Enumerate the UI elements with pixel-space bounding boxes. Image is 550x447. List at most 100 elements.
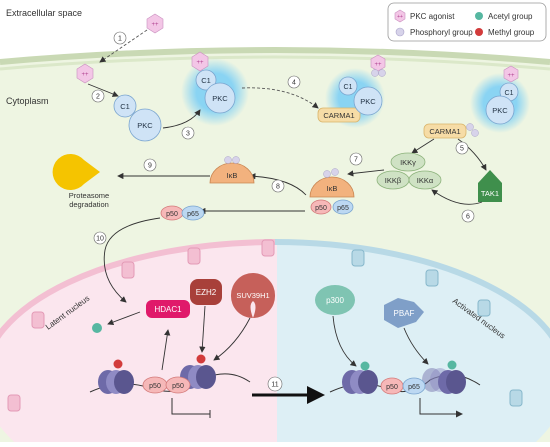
- hdac1-label: HDAC1: [154, 305, 182, 314]
- tak1-label: TAK1: [481, 189, 499, 198]
- p300: [315, 285, 355, 315]
- pkc-agonist: ++: [146, 13, 164, 34]
- p65-label: p65: [187, 211, 199, 218]
- agonist-glyph: ++: [397, 14, 403, 20]
- legend-acetyl: Acetyl group: [488, 12, 533, 21]
- svg-text:9: 9: [148, 163, 152, 170]
- pkc-agonist: ++: [503, 65, 519, 83]
- suv39h1: [230, 273, 276, 319]
- p50-label: p50: [172, 383, 184, 390]
- p50-label: p50: [386, 384, 398, 391]
- carma1-label: CARMA1: [323, 111, 354, 120]
- svg-text:++: ++: [151, 22, 159, 28]
- ikb-label: IκB: [327, 184, 338, 193]
- c1-label: C1: [120, 102, 130, 111]
- svg-text:1: 1: [118, 36, 122, 43]
- extracellular-label: Extracellular space: [6, 8, 82, 18]
- svg-text:++: ++: [507, 73, 515, 79]
- suv39h1-label: SUV39H1: [236, 291, 269, 300]
- cytoplasm-label: Cytoplasm: [6, 96, 49, 106]
- ezh2-label: EZH2: [196, 288, 217, 297]
- p65-label: p65: [337, 205, 349, 212]
- svg-text:7: 7: [354, 157, 358, 164]
- p65: [402, 377, 426, 395]
- methyl-icon: [475, 28, 483, 36]
- c1-label: C1: [201, 76, 211, 85]
- c1-label: C1: [505, 90, 514, 97]
- svg-text:++: ++: [374, 62, 382, 68]
- nuclear-envelope-activated: [274, 239, 550, 339]
- svg-text:8: 8: [276, 184, 280, 191]
- step-markers: 1 2 3 4 5 6 7 8 9 10 11: [91, 31, 475, 392]
- svg-text:2: 2: [96, 94, 100, 101]
- svg-text:5: 5: [460, 146, 464, 153]
- carma1: [317, 107, 361, 123]
- ikkg-label: IKKγ: [400, 158, 416, 167]
- legend-pkc-agonist: PKC agonist: [410, 12, 455, 21]
- nuclear-pore: [351, 249, 523, 407]
- ikb: [209, 162, 255, 184]
- pkc-agonist-icon: [394, 9, 406, 23]
- p50-label: p50: [166, 211, 178, 218]
- ikka: [408, 170, 442, 190]
- c1-domain: [113, 94, 137, 118]
- ikb: [309, 176, 355, 198]
- phosphoryl-icon: [395, 27, 405, 37]
- hdac1: [146, 300, 190, 318]
- pkc-label: PKC: [137, 121, 153, 130]
- pkc-active: [353, 86, 383, 116]
- svg-text:10: 10: [96, 236, 104, 243]
- ikb-label: IκB: [227, 171, 238, 180]
- pkc-label: PKC: [492, 106, 508, 115]
- acetyl-icon: [475, 12, 483, 20]
- nucleosome: [98, 359, 134, 394]
- c1-label: C1: [344, 84, 353, 91]
- svg-text:4: 4: [292, 80, 296, 87]
- legend-methyl: Methyl group: [488, 28, 535, 37]
- pkc-active: [485, 95, 515, 125]
- degradation-label: degradation: [69, 200, 109, 209]
- nucleosome: [422, 360, 466, 394]
- pbaf: [384, 298, 424, 328]
- p50-label: p50: [315, 205, 327, 212]
- p65: [181, 205, 205, 221]
- c1-domain: [338, 76, 358, 96]
- proteasome-label: Proteasome: [69, 191, 109, 200]
- nucleosome: [342, 361, 378, 394]
- ikkb-label: IKKβ: [385, 176, 402, 185]
- svg-text:11: 11: [271, 382, 278, 389]
- p65-label: p65: [408, 384, 420, 391]
- svg-text:6: 6: [466, 214, 470, 221]
- acetyl-group: [92, 323, 102, 333]
- nuclear-pore: [7, 239, 275, 412]
- p50-label: p50: [149, 383, 161, 390]
- carma1-label: CARMA1: [429, 127, 460, 136]
- carma1: [423, 123, 467, 139]
- cell-membrane: [0, 47, 550, 65]
- svg-text:3: 3: [186, 131, 190, 138]
- ikkg: [390, 152, 426, 172]
- pkc-label: PKC: [360, 97, 376, 106]
- pbaf-label: PBAF: [394, 309, 415, 318]
- active-promoter: [419, 398, 463, 418]
- p50: [165, 376, 191, 394]
- pkc-agonist: ++: [191, 51, 209, 72]
- p65: [332, 199, 354, 215]
- p300-label: p300: [326, 296, 344, 305]
- ezh2: [190, 279, 222, 305]
- svg-text:++: ++: [196, 60, 204, 66]
- legend: ++ PKC agonist Phosphoryl group Acetyl g…: [387, 2, 547, 42]
- p50: [310, 199, 332, 215]
- c1-domain: [195, 69, 217, 91]
- nuclear-envelope-latent: [0, 239, 276, 339]
- repressed-promoter: [171, 398, 211, 418]
- pkc-active: [204, 82, 236, 114]
- pkc-label: PKC: [212, 94, 228, 103]
- tak1: [478, 170, 502, 202]
- svg-text:++: ++: [81, 72, 89, 78]
- proteasome-icon: [52, 153, 100, 190]
- pkc-inactive: [128, 108, 162, 142]
- pkc-agonist: ++: [76, 63, 94, 84]
